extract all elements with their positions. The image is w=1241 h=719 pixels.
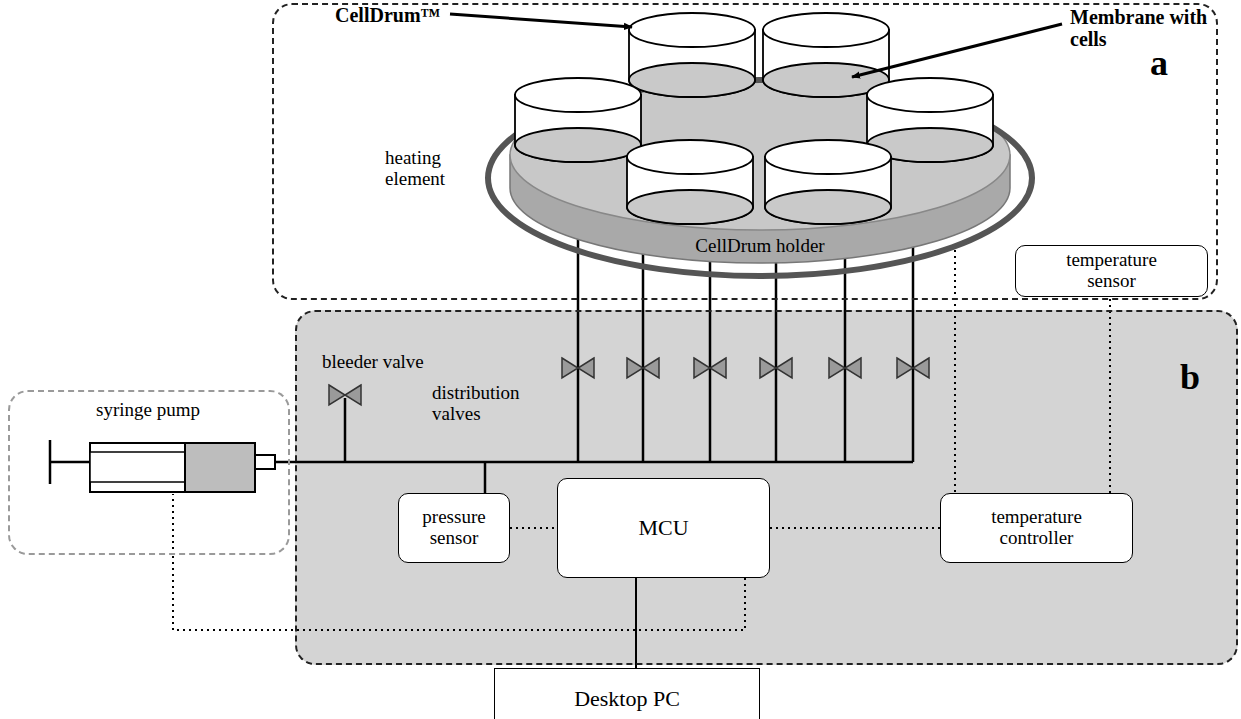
celldrum bbox=[867, 78, 993, 112]
syringe bbox=[90, 443, 255, 492]
valve-symbol bbox=[829, 358, 861, 378]
node-text: syringe pump bbox=[96, 400, 200, 421]
panel-fill bbox=[295, 310, 1238, 665]
data-cable bbox=[635, 578, 637, 668]
celldrum bbox=[515, 13, 993, 224]
signal-wire bbox=[954, 250, 956, 493]
celldrum bbox=[627, 140, 753, 174]
node-text: MCU bbox=[638, 516, 688, 540]
leader-arrow bbox=[852, 24, 1062, 77]
leader-arrow bbox=[450, 14, 632, 27]
celldrum bbox=[629, 13, 755, 47]
node-text: temperature controller bbox=[977, 507, 1097, 549]
valve-symbol bbox=[694, 358, 726, 378]
valve-symbol bbox=[329, 385, 361, 405]
pipe bbox=[275, 461, 913, 464]
celldrum bbox=[629, 63, 755, 97]
syringe bbox=[185, 443, 255, 492]
part-label: CellDrum holder bbox=[670, 236, 850, 257]
syringe bbox=[50, 440, 90, 484]
pipe bbox=[344, 398, 347, 462]
syringe bbox=[50, 440, 275, 492]
celldrum bbox=[765, 140, 891, 174]
pipe bbox=[484, 462, 487, 493]
part-label: CellDrum™ bbox=[335, 4, 441, 26]
celldrum bbox=[627, 190, 753, 224]
syringe bbox=[255, 455, 275, 469]
valve-symbol bbox=[562, 358, 594, 378]
signal-line bbox=[510, 527, 557, 529]
mcu-box: MCU bbox=[557, 478, 770, 578]
valve-symbol bbox=[627, 358, 659, 378]
node-text: temperature sensor bbox=[1052, 250, 1172, 292]
node-text: pressure sensor bbox=[409, 507, 499, 549]
node-text: b bbox=[1180, 358, 1200, 398]
leader-arrow bbox=[450, 14, 1062, 77]
pump-region: syringe pump bbox=[8, 390, 290, 555]
signal-line bbox=[1109, 297, 1111, 493]
node-text: Desktop PC bbox=[574, 687, 680, 711]
signal-wire bbox=[172, 494, 174, 555]
part-label: distribution valves bbox=[432, 383, 542, 425]
part-label: bleeder valve bbox=[322, 352, 424, 373]
node-text: a bbox=[1150, 44, 1168, 84]
signal-line bbox=[770, 527, 940, 529]
syringe bbox=[90, 452, 185, 482]
sensor-box: temperature sensor bbox=[1015, 245, 1208, 297]
sensor-box: pressure sensor bbox=[398, 493, 510, 563]
valve-symbol bbox=[897, 358, 929, 378]
celldrum bbox=[765, 190, 891, 224]
valve-symbol bbox=[760, 358, 792, 378]
celldrum bbox=[763, 13, 889, 47]
part-label: Membrane with cells bbox=[1070, 6, 1210, 50]
control-region: pressure sensor MCU temperature controller… bbox=[295, 310, 1238, 665]
celldrum bbox=[515, 78, 641, 112]
celldrum bbox=[515, 128, 641, 162]
computer-box: Desktop PC bbox=[494, 668, 760, 719]
part-label: heating element bbox=[385, 148, 463, 190]
controller-box: temperature controller bbox=[940, 493, 1133, 563]
